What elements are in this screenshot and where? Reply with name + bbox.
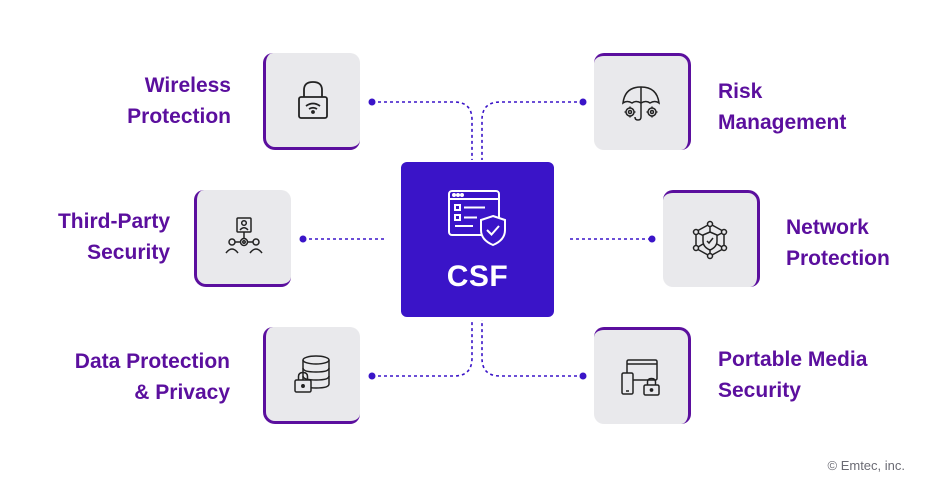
box-network-protection (663, 190, 760, 287)
connector-dot (579, 372, 587, 380)
connector-dot (579, 98, 587, 106)
csf-title: CSF (446, 260, 509, 293)
network-shield-icon (692, 220, 728, 260)
connector-dot (368, 372, 376, 380)
umbrella-gears-icon (622, 86, 660, 121)
label-risk-management: Risk Management (718, 80, 847, 134)
label-portable-media-security: Portable Media Security (718, 348, 868, 402)
box-portable-media-security (594, 327, 691, 424)
lock-wifi-icon (298, 81, 328, 119)
box-data-protection-privacy (263, 327, 360, 424)
box-risk-management (594, 53, 691, 150)
csf-center-box: CSF (401, 162, 554, 317)
connector-dot (299, 235, 307, 243)
label-data-protection-privacy: Data Protection & Privacy (74, 350, 230, 404)
browser-shield-icon (447, 190, 506, 247)
connector-data (372, 320, 473, 377)
database-lock-icon (294, 355, 330, 393)
label-third-party-security: Third-Party Security (57, 210, 170, 264)
connector-wireless (372, 101, 473, 160)
connector-dot (368, 98, 376, 106)
box-third-party-security (194, 190, 291, 287)
label-wireless-protection: Wireless Protection (127, 74, 231, 128)
copyright-text: © Emtec, inc. (827, 458, 906, 473)
connector-dot (648, 235, 656, 243)
devices-lock-icon (621, 359, 660, 396)
people-network-icon (225, 217, 263, 254)
connector-risk (481, 101, 583, 160)
box-wireless-protection (263, 53, 360, 150)
label-network-protection: Network Protection (786, 216, 890, 270)
connector-portable (481, 320, 583, 377)
